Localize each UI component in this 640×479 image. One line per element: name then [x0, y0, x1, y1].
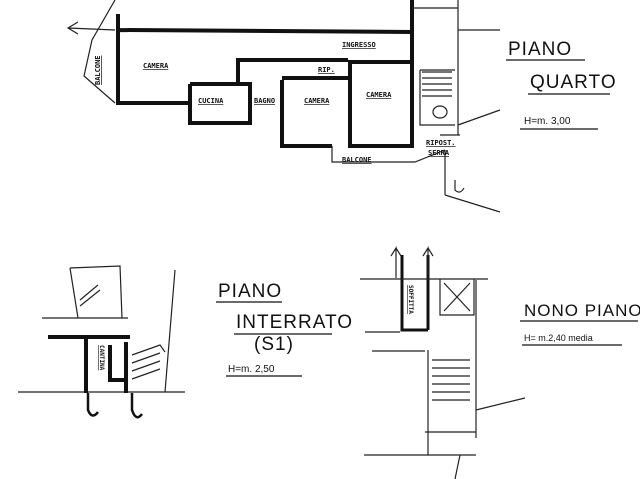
- room-label: CANTINA: [98, 345, 105, 371]
- plan-height: H= m.2,40 media: [524, 333, 593, 343]
- room-label: SOFFITTA: [407, 285, 414, 314]
- plan-height: H=m. 2,50: [228, 364, 275, 375]
- plan-piano-interrato: CANTINA PIANO INTERRATO (S1) H=m. 2,50: [18, 265, 353, 419]
- room-label: CAMERA: [366, 91, 392, 99]
- plan-piano-quarto: CAMERA CUCINA BAGNO CAMERA CAMERA RIP. I…: [66, 0, 617, 213]
- plan-height: H=m. 3,00: [524, 116, 571, 127]
- plan-nono-piano: SOFFITTA NONO PIANO H= m.2,40 media: [360, 245, 640, 479]
- room-label: RIPOST.: [426, 139, 456, 147]
- plan-title: (S1): [254, 334, 294, 355]
- room-label: CAMERA: [304, 97, 330, 105]
- plan-title: NONO PIANO: [524, 301, 640, 320]
- room-label: RIP.: [318, 66, 335, 74]
- room-label: CUCINA: [198, 97, 224, 105]
- plan-title: PIANO: [218, 281, 282, 302]
- plan-title: PIANO: [508, 39, 572, 60]
- room-label: CAMERA: [143, 62, 169, 70]
- plan-title: QUARTO: [530, 72, 617, 93]
- room-label: BALCONE: [342, 156, 372, 164]
- room-label: BAGNO: [254, 97, 275, 105]
- plan-title: INTERRATO: [236, 312, 353, 333]
- room-label: SERRA: [428, 149, 450, 157]
- room-label: INGRESSO: [342, 41, 376, 49]
- room-label: BALCONE: [94, 55, 102, 85]
